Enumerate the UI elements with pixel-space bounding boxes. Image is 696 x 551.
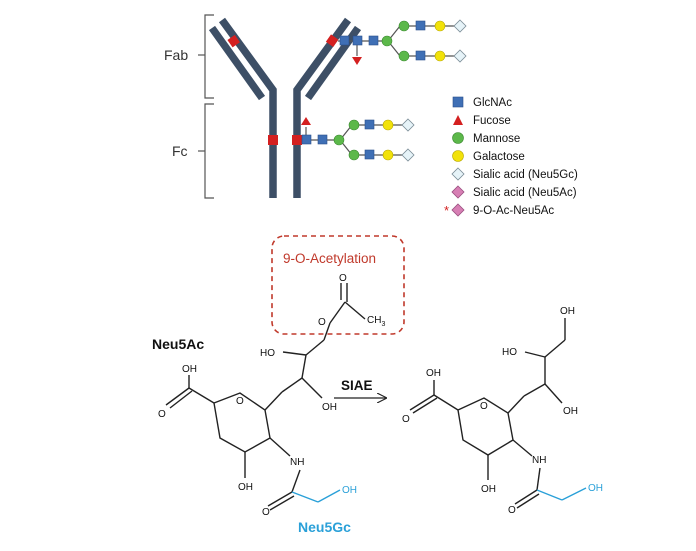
fucose-icon (301, 117, 311, 125)
fc-glycan (301, 117, 415, 162)
carboxyl-oh: OH (182, 364, 197, 375)
legend-item-mannose: Mannose (452, 132, 520, 145)
amide-oxygen: O (508, 505, 516, 516)
fc-site-right (292, 135, 302, 145)
legend: GlcNAc Fucose Mannose Galactose Sialic a… (444, 96, 578, 218)
fc-site-left (268, 135, 278, 145)
sialic-neu5gc-icon (453, 49, 467, 63)
fab-site-left (227, 34, 240, 48)
legend-item-neu5ac: Sialic acid (Neu5Ac) (451, 185, 577, 199)
sialic-neu5gc-icon (401, 118, 415, 132)
nh-label: NH (532, 455, 546, 466)
legend-label: Mannose (473, 133, 520, 145)
c4-oh: OH (481, 484, 496, 495)
galactose-icon (382, 149, 394, 161)
glcnac-icon (368, 35, 379, 46)
legend-item-glcnac: GlcNAc (452, 96, 512, 109)
ring-oxygen: O (480, 401, 488, 412)
heavy-chain-left (218, 17, 277, 198)
fab-bracket (204, 14, 214, 99)
glcnac-icon (364, 149, 375, 160)
glcnac-icon (317, 134, 328, 145)
legend-item-galactose: Galactose (452, 150, 525, 163)
sialic-neu5ac-icon (451, 185, 465, 199)
glcnac-icon (415, 50, 426, 61)
sialic-neu5gc-icon (451, 167, 465, 181)
light-chain-left (208, 25, 266, 101)
acetylation-label: 9-O-Acetylation (283, 251, 376, 266)
carboxyl-oh: OH (426, 368, 441, 379)
mannose-icon (348, 119, 360, 131)
legend-label: Galactose (473, 151, 525, 163)
carboxyl-o: O (402, 414, 410, 425)
legend-item-9-o-ac: * 9-O-Ac-Neu5Ac (444, 203, 554, 218)
galactose-icon (382, 119, 394, 131)
methyl-group: CH3 (367, 315, 385, 328)
antibody-diagram: Fab Fc (164, 14, 362, 199)
mannose-icon (398, 20, 410, 32)
legend-item-fucose: Fucose (453, 115, 511, 127)
terminal-oh: OH (560, 306, 575, 317)
mannose-icon (398, 50, 410, 62)
ring-oxygen: O (236, 396, 244, 407)
acetylation-box (271, 235, 405, 335)
glcnac-icon (301, 134, 312, 145)
glycolyl-oh: OH (588, 483, 603, 494)
methyl-subscript: 3 (381, 321, 385, 328)
carboxyl-o: O (158, 409, 166, 420)
mannose-icon (381, 35, 393, 47)
galactose-icon (434, 50, 446, 62)
acetyl-star-icon: * (444, 203, 449, 218)
sialic-neu5ac-icon (451, 203, 465, 217)
amide-oxygen: O (262, 507, 270, 518)
left-molecule: 9-O-Acetylation O O CH3 Neu5Ac HO OH O O… (152, 235, 405, 535)
enzyme-label: SIAE (341, 378, 373, 393)
legend-label: Fucose (473, 115, 511, 127)
fab-label: Fab (164, 47, 188, 63)
fab-glycan (338, 19, 467, 65)
methyl-group-text: CH (367, 315, 381, 326)
fucose-icon (453, 115, 463, 125)
galactose-icon (452, 150, 464, 162)
nh-label: NH (290, 457, 304, 468)
glcnac-icon (364, 119, 375, 130)
fc-bracket (204, 103, 214, 199)
reaction-arrow: SIAE (334, 378, 386, 398)
light-chain-right (304, 25, 362, 101)
fucose-icon (352, 57, 362, 65)
glcnac-icon (352, 35, 363, 46)
fab-site-right (325, 34, 339, 47)
galactose-icon (434, 20, 446, 32)
legend-label: Sialic acid (Neu5Ac) (473, 187, 577, 199)
ho-label: HO (502, 347, 517, 358)
glycolyl-oh: OH (342, 485, 357, 496)
ester-oxygen: O (318, 317, 326, 328)
legend-label: GlcNAc (473, 97, 512, 109)
legend-label: Sialic acid (Neu5Gc) (473, 169, 578, 181)
right-molecule: OH HO OH O OH O OH NH O OH (402, 306, 603, 516)
oh-label: OH (322, 402, 337, 413)
neu5gc-label: Neu5Gc (298, 519, 351, 535)
sialic-neu5gc-icon (401, 148, 415, 162)
carbonyl-oxygen: O (339, 273, 347, 284)
legend-label: 9-O-Ac-Neu5Ac (473, 205, 554, 217)
mannose-icon (452, 132, 464, 144)
legend-item-neu5gc: Sialic acid (Neu5Gc) (451, 167, 578, 181)
oh-label: OH (563, 406, 578, 417)
c4-oh: OH (238, 482, 253, 493)
mannose-icon (348, 149, 360, 161)
glcnac-icon (415, 20, 426, 31)
glcnac-icon (339, 35, 350, 46)
glcnac-icon (452, 96, 464, 108)
ho-label: HO (260, 348, 275, 359)
mannose-icon (333, 134, 345, 146)
sialic-neu5gc-icon (453, 19, 467, 33)
neu5ac-label: Neu5Ac (152, 336, 204, 352)
fc-label: Fc (172, 143, 188, 159)
